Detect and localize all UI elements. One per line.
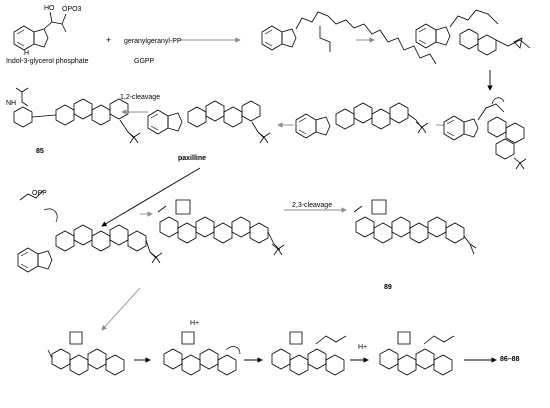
paspaline-structure [295, 102, 429, 139]
geranylgeranylindole-structure [261, 11, 437, 65]
ggpp-name-label: geranylgeranyl-PP [124, 38, 182, 45]
ketal-intermediate-structure [379, 331, 455, 376]
opo3-label: OPO3 [62, 6, 82, 13]
arrow-to-prenylated [101, 167, 201, 227]
indole-nh-label: H [24, 50, 30, 57]
hplus-label-1: H+ [190, 320, 200, 327]
ggpp-abbrev-label: GGPP [134, 58, 155, 65]
indole-glycerol-phosphate-structure [13, 11, 67, 51]
hplus-label-2: H+ [358, 344, 368, 351]
arrow-to-bottom-row [101, 287, 141, 331]
lactol-intermediate-structure [271, 331, 347, 376]
epoxide-intermediate-structure [415, 9, 531, 56]
compound-86-88-label: 86–88 [500, 356, 520, 363]
ho-label: HO [44, 5, 55, 12]
ring-opened-intermediate-structure [163, 331, 241, 376]
oxetane-intermediate-structure [47, 331, 125, 376]
cyclization-intermediate-structure [443, 97, 527, 170]
compound-85-structure [13, 87, 141, 144]
nh-label-85: NH [6, 100, 17, 107]
compound-89-label: 89 [384, 284, 392, 291]
cleavage-12-label: 1,2-cleavage [120, 94, 161, 101]
compound-85-label: 85 [36, 148, 44, 155]
prenylated-paxilline-structure [17, 189, 163, 273]
paxilline-label: paxilline [178, 155, 207, 162]
paxilline-structure [147, 100, 271, 144]
opp-label: OPP [32, 190, 47, 197]
cyclobutane-intermediate-structure [157, 199, 285, 256]
compound-89-structure [353, 199, 477, 255]
plus-sign: + [106, 35, 112, 45]
indole-glycerol-phosphate-label: Indol-3-glycerol phosphate [6, 58, 89, 65]
cleavage-23-label: 2,3-cleavage [292, 202, 333, 209]
